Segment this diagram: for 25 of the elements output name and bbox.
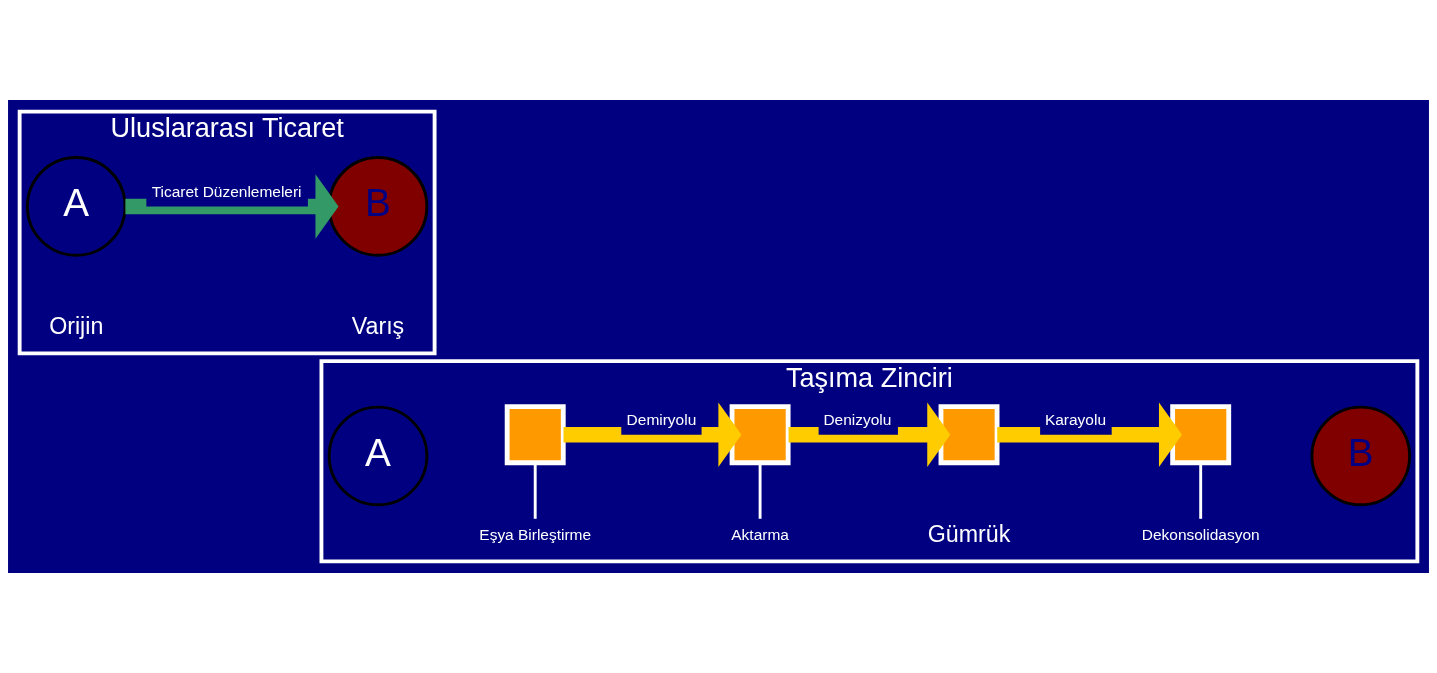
connector [758, 462, 762, 519]
node-box [1170, 404, 1232, 466]
node-text: Dekonsolidasyon [1141, 525, 1260, 543]
node-box [729, 404, 791, 466]
node-circle: B [327, 156, 429, 257]
node-text: Eşya Birleştirme [479, 525, 592, 543]
edge-label: Karayolu [1044, 410, 1107, 428]
node-text: Aktarma [731, 525, 789, 543]
edge-label: Demiryolu [626, 410, 697, 428]
node-box [504, 404, 566, 466]
node-label: Varış [351, 313, 405, 340]
node-label: Orijin [49, 313, 104, 340]
connector [1199, 462, 1203, 519]
edge-label: Denizyolu [823, 410, 892, 428]
node-label: Gümrük [927, 521, 1011, 548]
arrow [997, 402, 1182, 467]
node-circle: A [327, 405, 429, 507]
node-box [938, 404, 1000, 466]
edge-label: Ticaret Düzenlemeleri [151, 182, 302, 200]
connector [533, 462, 537, 519]
arrow [788, 402, 951, 467]
arrow [563, 402, 742, 467]
node-circle: A [25, 156, 127, 257]
arrow [125, 174, 339, 239]
node-circle: B [1310, 405, 1412, 507]
